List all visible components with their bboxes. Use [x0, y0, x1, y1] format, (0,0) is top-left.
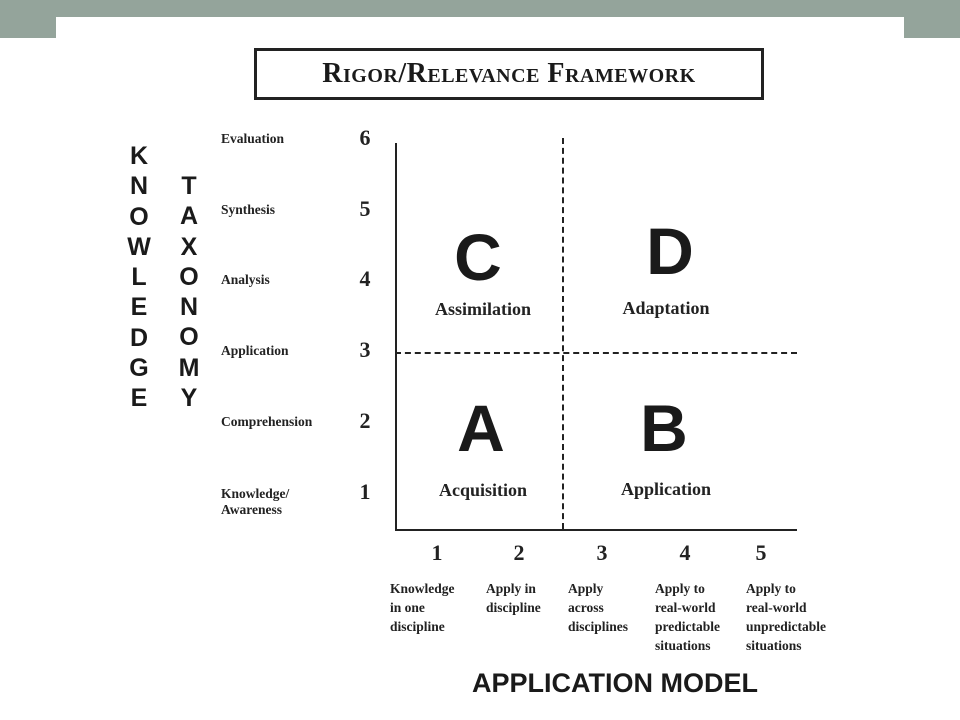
application-desc-1: Knowledge in one discipline — [390, 581, 455, 634]
taxonomy-letter-8: Y — [180, 384, 198, 413]
knowledge-letter-1: K — [129, 142, 149, 170]
knowledge-letter-5: L — [131, 263, 147, 292]
level-label-application: Application — [221, 343, 289, 358]
quadrant-a-name: Acquisition — [438, 480, 528, 500]
level-label-analysis: Analysis — [221, 272, 270, 287]
horizontal-dashed-divider — [395, 352, 797, 354]
slide-canvas — [56, 17, 904, 720]
quadrant-b-name: Application — [620, 479, 712, 499]
application-number-2: 2 — [513, 540, 525, 565]
quadrant-d-name: Adaptation — [622, 298, 710, 318]
taxonomy-letter-1: T — [181, 172, 197, 200]
quadrant-a-letter: A — [457, 391, 505, 465]
level-number-5: 5 — [359, 196, 371, 221]
application-number-1: 1 — [431, 540, 443, 565]
quadrant-c-name: Assimilation — [434, 299, 531, 319]
quadrant-c-letter: C — [454, 220, 502, 294]
level-number-2: 2 — [359, 408, 371, 433]
taxonomy-letter-7: M — [178, 353, 200, 382]
vertical-dashed-divider — [562, 138, 564, 529]
taxonomy-letter-4: O — [179, 262, 199, 291]
level-number-4: 4 — [359, 266, 371, 291]
level-number-3: 3 — [359, 337, 371, 362]
level-number-1: 1 — [359, 479, 371, 504]
taxonomy-letter-6: O — [179, 323, 199, 352]
knowledge-letter-7: D — [129, 323, 149, 352]
knowledge-letter-4: W — [127, 232, 151, 261]
taxonomy-letter-3: X — [180, 232, 198, 261]
knowledge-axis-line — [395, 143, 397, 530]
knowledge-letter-6: E — [130, 293, 148, 322]
application-number-3: 3 — [596, 540, 608, 565]
knowledge-letter-2: N — [129, 172, 149, 201]
application-model-title: APPLICATION MODEL — [472, 668, 758, 698]
application-axis-line — [395, 529, 797, 531]
level-label-synthesis: Synthesis — [221, 202, 276, 217]
level-label-comprehension: Comprehension — [221, 414, 313, 429]
application-number-5: 5 — [755, 540, 767, 565]
quadrant-d-letter: D — [646, 214, 694, 288]
taxonomy-letter-5: N — [179, 293, 199, 322]
taxonomy-letter-2: A — [179, 202, 199, 231]
knowledge-letter-3: O — [129, 202, 149, 231]
level-number-6: 6 — [359, 125, 371, 150]
knowledge-letter-8: G — [129, 354, 149, 383]
level-label-knowledge-awareness: Knowledge/ Awareness — [221, 486, 290, 517]
application-desc-4: Apply to real-world predictable situatio… — [655, 581, 720, 653]
application-number-4: 4 — [679, 540, 691, 565]
quadrant-b-letter: B — [640, 391, 688, 465]
level-label-evaluation: Evaluation — [221, 131, 285, 146]
diagram-title: Rigor/Relevance Framework — [322, 58, 696, 89]
application-desc-2: Apply in discipline — [486, 581, 541, 615]
application-desc-3: Apply across disciplines — [568, 581, 629, 634]
knowledge-letter-9: E — [130, 384, 148, 413]
title-box: Rigor/Relevance Framework — [254, 48, 764, 100]
application-desc-5: Apply to real-world unpredictable situat… — [746, 581, 827, 653]
